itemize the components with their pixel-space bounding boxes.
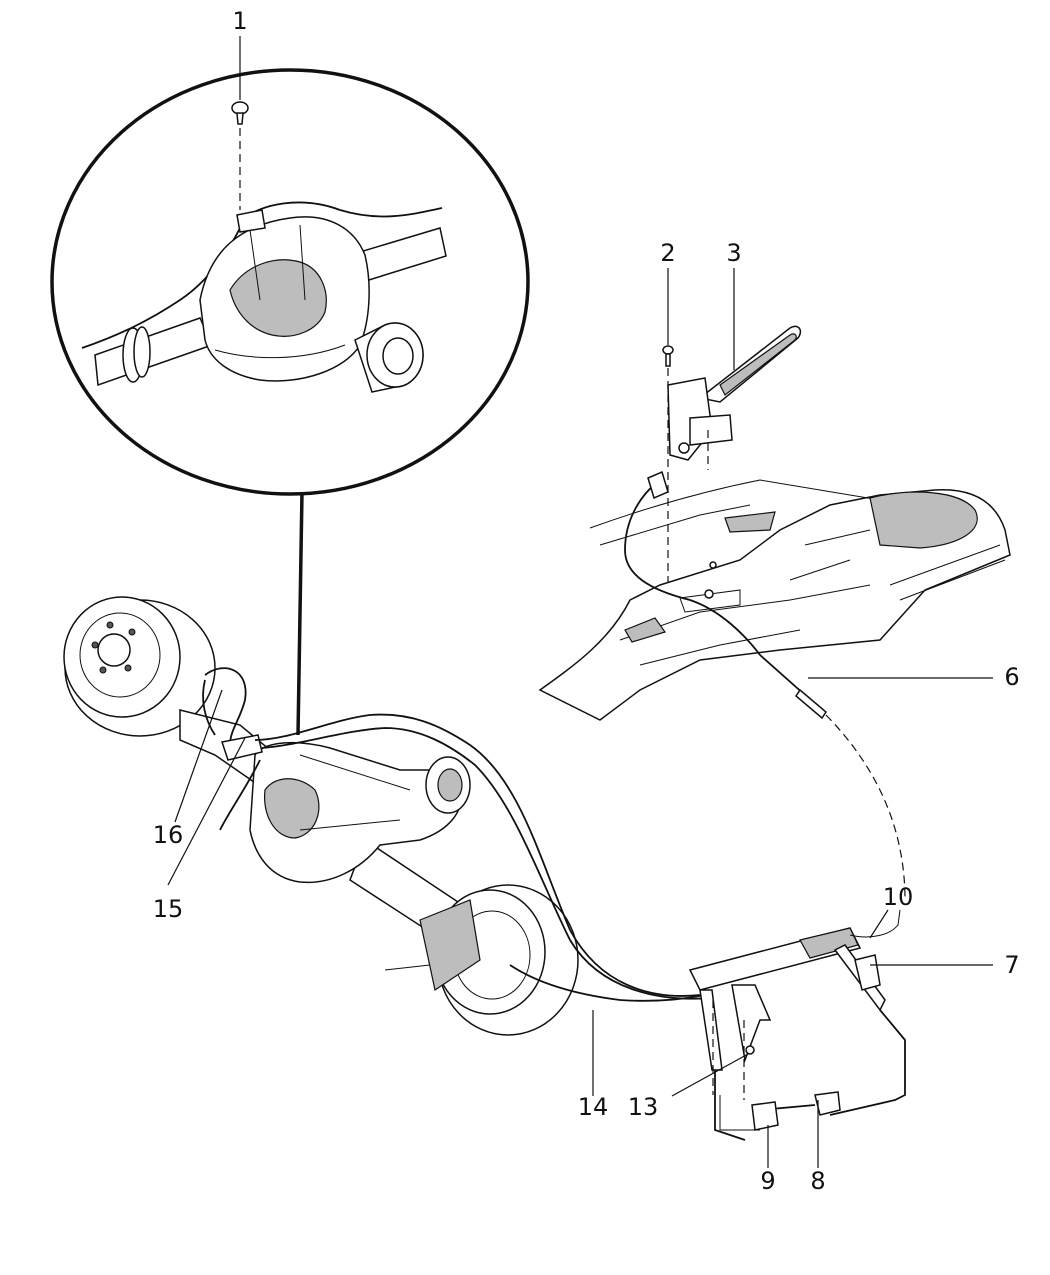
detail-axle: [81, 101, 447, 393]
leader-lines: [167, 36, 993, 1168]
callout-14: 14: [578, 1093, 609, 1121]
parking-brake-lever: [667, 325, 802, 470]
callout-9: 9: [760, 1167, 775, 1195]
callout-10: 10: [883, 883, 914, 911]
callout-1: 1: [232, 7, 247, 35]
rear-cables: [202, 667, 711, 1002]
callout-7: 7: [1004, 951, 1019, 979]
callout-13: 13: [628, 1093, 659, 1121]
front-cable: [624, 470, 906, 901]
right-brake-drum: [419, 884, 579, 1036]
callout-2: 2: [660, 239, 675, 267]
rear-axle-assembly: [63, 596, 579, 1036]
detail-leader-line: [296, 491, 304, 736]
callout-3: 3: [726, 239, 741, 267]
differential: [249, 741, 471, 884]
left-brake-drum: [63, 596, 216, 737]
floor-pan: [538, 479, 1011, 721]
callout-labels: 1 2 3 6 7 8 9 10 13 14 15 16: [153, 7, 1020, 1195]
push-pin-head: [231, 101, 249, 115]
lever-screw: [662, 345, 674, 630]
callout-16: 16: [153, 821, 184, 849]
callout-8: 8: [810, 1167, 825, 1195]
callout-15: 15: [153, 895, 184, 923]
nut: [745, 1045, 755, 1055]
callout-6: 6: [1004, 663, 1019, 691]
equalizer-bracket: [688, 909, 906, 1141]
detail-inset: [50, 68, 530, 736]
